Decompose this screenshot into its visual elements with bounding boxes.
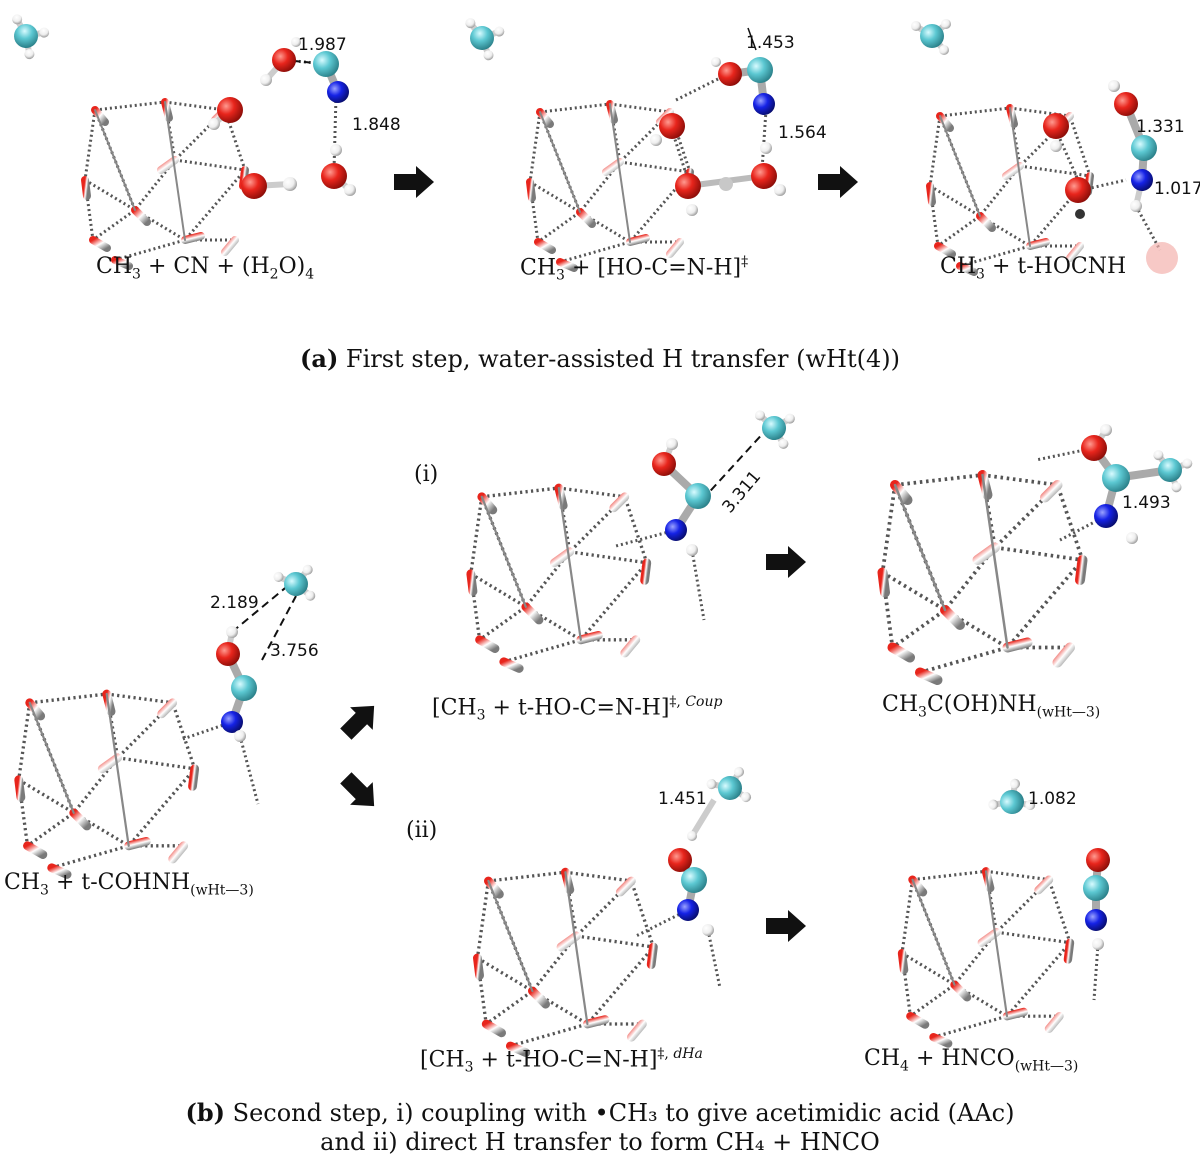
route-ii-product-structure: 1.082 [860,760,1110,1060]
stage2-label: CH3 + [HO-C=N-H]‡ [520,254,749,284]
start-label: CH3 + t-COHNH(wHt—3) [4,870,254,899]
route-i-ts-structure: 3.311 [440,400,800,700]
route-i-product-label: CH3C(OH)NH(wHt—3) [882,692,1101,721]
distance-label: 1.453 [746,33,795,53]
branch-arrow-up [334,694,386,746]
panel-b-caption-text: Second step, i) coupling with •CH₃ to gi… [225,1099,1015,1127]
route-ii-product-label: CH4 + HNCO(wHt—3) [864,1046,1079,1075]
route-i-product-structure: 1.493 [840,424,1200,700]
panel-b-caption-bold: (b) [185,1098,226,1127]
panel-a-stage3-structure: 1.331 1.017 [860,0,1200,330]
panel-b-caption-line1: (b) Second step, i) coupling with •CH₃ t… [0,1098,1200,1127]
reaction-arrow [818,166,858,198]
distance-label: 1.082 [1028,789,1077,809]
reaction-arrow [766,910,806,942]
distance-label: 1.451 [658,789,707,809]
route-ii-ts-structure: 1.451 [440,760,800,1060]
panel-a-caption-text: First step, water-assisted H transfer (w… [338,345,900,373]
branch-arrow-down [334,766,386,818]
distance-label: 1.017 [1154,179,1200,199]
distance-label: 1.564 [778,123,827,143]
stage3-label: CH3 + t-HOCNH [940,254,1127,283]
distance-label: 1.331 [1136,117,1185,137]
route-i-ts-label: [CH3 + t-HO-C=N-H]‡, Coup [432,694,723,724]
panel-b-start-structure: 2.189 3.756 [0,540,360,870]
distance-label: 3.311 [719,467,766,517]
route-i-marker: (i) [414,462,439,487]
route-ii-marker: (ii) [406,818,438,843]
panel-a-caption-bold: (a) [300,344,339,373]
distance-label: 2.189 [210,593,259,613]
distance-label: 1.987 [298,35,347,55]
distance-label: 3.756 [270,641,319,661]
stage1-label: CH3 + CN + (H2O)4 [96,254,315,283]
distance-label: 1.493 [1122,493,1171,513]
panel-a-caption: (a) First step, water-assisted H transfe… [0,344,1200,373]
panel-b-caption-line2: and ii) direct H transfer to form CH₄ + … [320,1128,880,1156]
distance-label: 1.848 [352,115,401,135]
panel-a-stage2-structure: 1.453 1.564 [430,0,827,330]
route-ii-ts-label: [CH3 + t-HO-C=N-H]‡, dHa [420,1046,703,1076]
panel-a-stage1-structure: 1.987 1.848 [0,0,401,330]
reaction-arrow [766,546,806,578]
